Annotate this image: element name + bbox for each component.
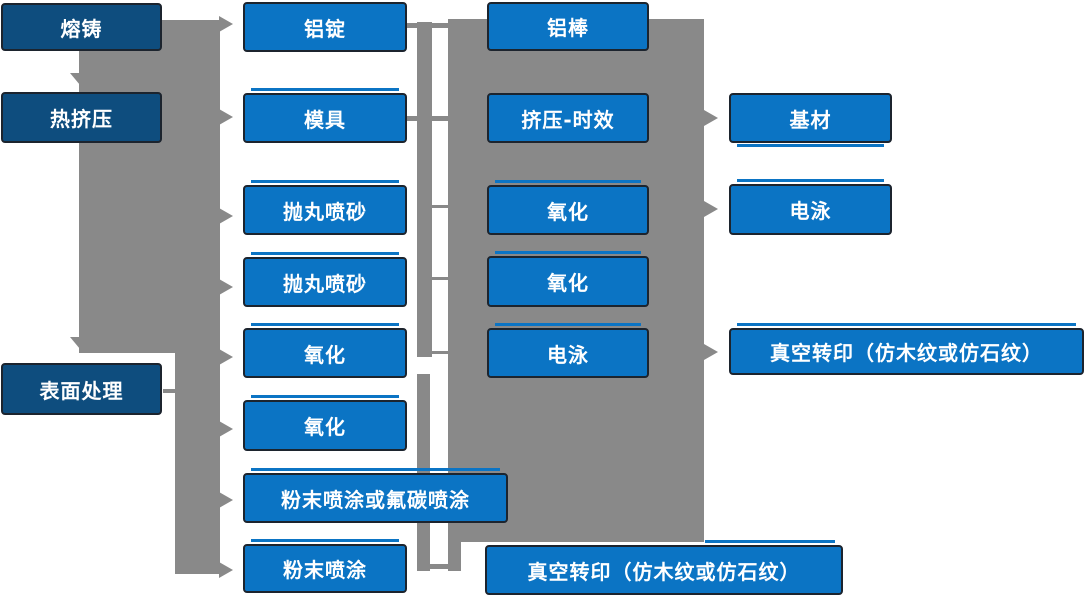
accent-above-shot-blasting-1 — [251, 180, 399, 183]
accent-above-shot-blasting-2 — [251, 252, 399, 255]
accent-above-oxidation-col2-1 — [251, 323, 399, 326]
arrowhead-right-to-base-material — [704, 110, 718, 126]
arrowhead-right-to-vacuum-transfer-col4 — [704, 344, 718, 360]
flow-box-vacuum-transfer-col3: 真空转印（仿木纹或仿石纹） — [485, 545, 843, 595]
flow-box-aluminum-rod: 铝棒 — [487, 2, 649, 51]
arrowhead-right-to-powder-coating — [219, 562, 233, 578]
mold-to-rail — [405, 116, 448, 121]
flow-box-melting-casting: 熔铸 — [1, 3, 162, 51]
arrowhead-down-to-surface-treatment — [70, 337, 90, 349]
accent-above-vacuum-transfer-col4 — [737, 323, 1076, 326]
rail-to-block-3 — [432, 351, 448, 354]
accent-above-powder-coating — [251, 539, 399, 542]
accent-above-oxidation-col3-1 — [495, 180, 641, 183]
flow-box-oxidation-col2-2: 氧化 — [243, 400, 407, 451]
accent-above-oxidation-col3-2 — [495, 251, 641, 254]
flow-box-oxidation-col3-1: 氧化 — [487, 185, 649, 235]
flow-box-mold: 模具 — [243, 93, 407, 143]
flow-box-hot-extrusion: 热挤压 — [1, 92, 162, 143]
bottom-rail-to-stub — [430, 564, 461, 569]
surface-treatment-to-trunk — [163, 389, 177, 393]
flow-box-powder-or-fluorocarbon: 粉末喷涂或氟碳喷涂 — [243, 473, 508, 523]
arrowhead-right-to-powder-or-fluorocarbon — [219, 492, 233, 508]
flow-box-aluminum-ingot: 铝锭 — [243, 2, 407, 52]
arrowhead-right-to-shot-blasting-2 — [219, 279, 233, 295]
flow-box-oxidation-col2-1: 氧化 — [243, 328, 407, 378]
arrowhead-right-to-electrophoresis-col4 — [704, 201, 718, 217]
flow-box-electrophoresis-col4: 电泳 — [729, 184, 892, 235]
accent-above-electrophoresis-col3 — [495, 323, 641, 326]
flow-box-oxidation-col3-2: 氧化 — [487, 256, 649, 307]
left-trunk-upper — [79, 20, 220, 353]
flow-box-electrophoresis-col3: 电泳 — [487, 328, 649, 378]
left-trunk-lower — [175, 353, 220, 574]
flow-box-shot-blasting-2: 抛丸喷砂 — [243, 257, 407, 307]
arrowhead-right-to-aluminum-ingot — [219, 16, 233, 32]
rail-to-block-2 — [432, 277, 448, 280]
accent-above-vacuum-transfer-col3 — [705, 540, 835, 543]
flow-box-base-material: 基材 — [729, 93, 892, 143]
accent-below-base-material — [737, 144, 884, 147]
ingot-to-rail — [405, 23, 448, 28]
accent-above-mold — [251, 88, 399, 91]
flow-box-surface-treatment: 表面处理 — [1, 363, 162, 415]
flow-box-vacuum-transfer-col4: 真空转印（仿木纹或仿石纹） — [729, 328, 1084, 375]
arrowhead-down-to-hot-extrusion — [70, 73, 90, 85]
accent-above-oxidation-col2-2 — [251, 395, 399, 398]
flow-box-powder-coating: 粉末喷涂 — [243, 544, 407, 593]
mid-rail-upper — [417, 22, 432, 357]
arrowhead-right-to-oxidation-col2-2 — [219, 421, 233, 437]
rail-to-block-1 — [432, 205, 448, 208]
center-block-stub — [448, 538, 461, 571]
arrowhead-right-to-mold — [219, 109, 233, 125]
arrowhead-right-to-shot-blasting-1 — [219, 208, 233, 224]
accent-above-powder-or-fluorocarbon — [251, 468, 500, 471]
flow-box-extrusion-aging: 挤压-时效 — [487, 93, 649, 143]
flow-box-shot-blasting-1: 抛丸喷砂 — [243, 185, 407, 235]
arrowhead-right-to-oxidation-col2-1 — [219, 349, 233, 365]
accent-above-electrophoresis-col4 — [737, 179, 884, 182]
